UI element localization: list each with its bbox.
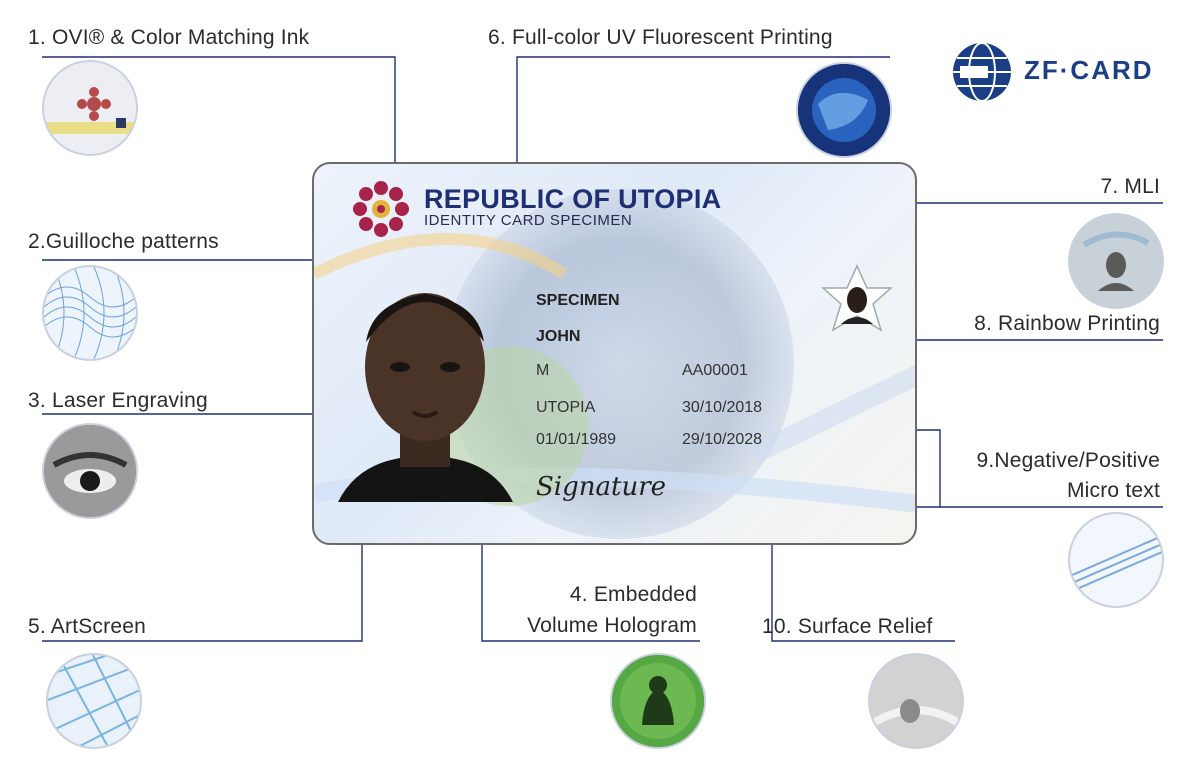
nationality-value: UTOPIA (536, 399, 596, 416)
sex-value: M (536, 362, 550, 379)
feature-label-4b: Volume Hologram (527, 614, 697, 637)
brand-name: ZF·CARD (1024, 55, 1154, 85)
signature: Signature (536, 472, 667, 502)
surface-relief-icon (868, 653, 964, 749)
feature-label-10: 10. Surface Relief (762, 615, 933, 638)
artscreen-icon (46, 653, 142, 749)
mli-window (821, 264, 893, 332)
feature-label-1: 1. OVI® & Color Matching Ink (28, 26, 310, 49)
surname-value: SPECIMEN (536, 292, 620, 309)
micro-text-icon (1068, 512, 1164, 608)
emblem-icon (353, 181, 409, 237)
feature-label-2: 2.Guilloche patterns (28, 230, 219, 253)
ovi-ink-icon (42, 60, 138, 156)
feature-label-6: 6. Full-color UV Fluorescent Printing (488, 26, 833, 49)
card-subtitle: IDENTITY CARD SPECIMEN (424, 212, 633, 229)
feature-label-8: 8. Rainbow Printing (974, 312, 1160, 335)
card-number-value: AA00001 (682, 362, 748, 379)
guilloche-icon (42, 265, 138, 361)
feature-label-9b: Micro text (1066, 479, 1160, 502)
portrait-photo (338, 293, 513, 502)
mli-icon (1068, 213, 1164, 309)
card-title: REPUBLIC OF UTOPIA (424, 184, 722, 214)
feature-label-5: 5. ArtScreen (28, 615, 146, 638)
feature-label-9a: 9.Negative/Positive (976, 449, 1160, 472)
laser-engraving-icon (42, 423, 138, 519)
feature-label-3: 3. Laser Engraving (28, 389, 208, 412)
issue-date-value: 30/10/2018 (682, 399, 763, 416)
uv-fluorescent-icon (796, 62, 892, 158)
given-name-value: JOHN (536, 328, 581, 345)
expiry-date-value: 29/10/2028 (682, 431, 763, 448)
feature-label-7: 7. MLI (1100, 175, 1160, 198)
feature-label-4a: 4. Embedded (569, 583, 697, 606)
volume-hologram-icon (610, 653, 706, 749)
birth-date-value: 01/01/1989 (536, 431, 617, 448)
id-card: REPUBLIC OF UTOPIA IDENTITY CARD SPECIME… (312, 162, 917, 545)
zf-card-logo-icon (953, 42, 1011, 102)
